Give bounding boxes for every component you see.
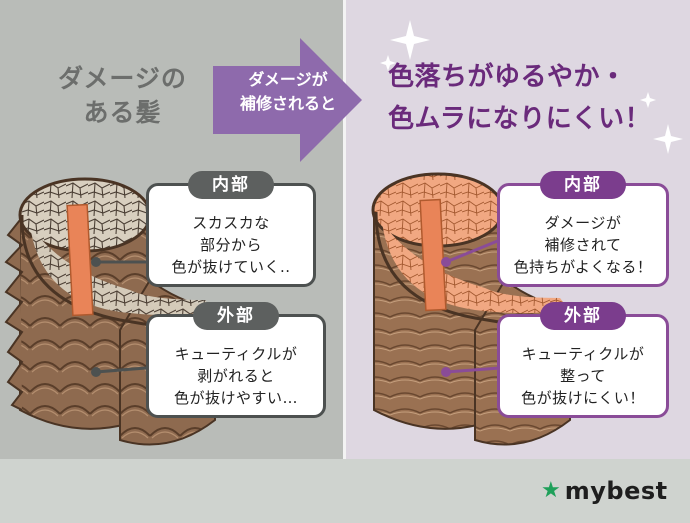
brand-name: mybest xyxy=(564,477,668,505)
inner-label: 内部 xyxy=(188,171,274,199)
repaired-outer-callout: 外部 キューティクルが 整って 色が抜けにくい！ xyxy=(497,302,669,418)
callout-text: ダメージが 補修されて 色持ちがよくなる！ xyxy=(513,214,653,276)
arrow-label: ダメージが 補修されると xyxy=(239,70,336,113)
footer-bar xyxy=(0,459,690,523)
brand-logo: ★ mybest xyxy=(541,476,668,506)
callout-text: キューティクルが 剥がれると 色が抜けやすい… xyxy=(173,345,298,407)
inner-label: 内部 xyxy=(540,171,626,199)
sparkle-icon xyxy=(380,20,683,154)
callout-pointers xyxy=(91,238,501,377)
damaged-outer-callout: 外部 キューティクルが 剥がれると 色が抜けやすい… xyxy=(146,302,326,418)
damaged-hair-illustration xyxy=(4,177,217,446)
panel-divider xyxy=(343,0,346,459)
star-icon: ★ xyxy=(541,478,561,503)
outer-label: 外部 xyxy=(193,302,279,330)
damaged-hair-title: ダメージの ある髪 xyxy=(58,64,187,127)
damaged-inner-callout: 内部 スカスカな 部分から 色が抜けていく.. xyxy=(146,171,316,287)
outer-label: 外部 xyxy=(540,302,626,330)
arrow-right-icon xyxy=(213,38,362,162)
repaired-inner-callout: 内部 ダメージが 補修されて 色持ちがよくなる！ xyxy=(497,171,669,287)
repaired-hair-title: 色落ちがゆるやか・ 色ムラになりにくい！ xyxy=(388,62,652,134)
callout-text: キューティクルが 整って 色が抜けにくい！ xyxy=(521,345,645,407)
callout-text: スカスカな 部分から 色が抜けていく.. xyxy=(171,214,291,276)
